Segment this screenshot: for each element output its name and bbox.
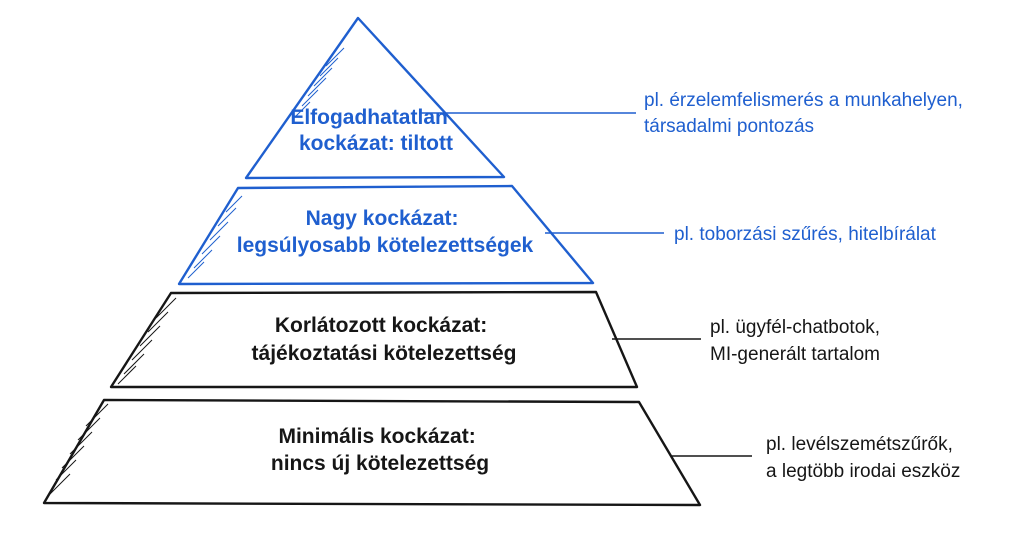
- tier-limited-hatching: [117, 297, 177, 385]
- tier-high-hatching: [187, 195, 243, 279]
- tier-high-shape: [177, 184, 595, 286]
- tier-unacceptable-shape: [244, 16, 506, 180]
- tier-unacceptable: Elfogadhatatlan kockázat: tiltott pl. ér…: [244, 16, 968, 180]
- tier-minimal: Minimális kockázat: nincs új kötelezetts…: [42, 398, 960, 507]
- tier-minimal-shape: [42, 398, 702, 507]
- tier-minimal-example-line-1: pl. levélszemétszűrők,: [766, 434, 953, 455]
- tier-limited-title-line-1: Korlátozott kockázat:: [275, 314, 487, 337]
- tier-limited-example-line-2: MI-generált tartalom: [710, 344, 880, 365]
- tier-limited-examples: pl. ügyfél-chatbotok, MI-generált tartal…: [710, 317, 885, 365]
- tier-unacceptable-examples: pl. érzelemfelismerés a munkahelyen, tár…: [644, 90, 968, 137]
- tier-minimal-title-line-1: Minimális kockázat:: [278, 425, 475, 448]
- tier-minimal-title: Minimális kockázat: nincs új kötelezetts…: [271, 425, 489, 475]
- tier-high-title-line-1: Nagy kockázat:: [306, 207, 459, 230]
- tier-high: Nagy kockázat: legsúlyosabb kötelezettsé…: [177, 184, 937, 286]
- tier-limited: Korlátozott kockázat: tájékoztatási köte…: [109, 290, 885, 389]
- tier-unacceptable-example-line-1: pl. érzelemfelismerés a munkahelyen,: [644, 90, 963, 111]
- tier-high-title-line-2: legsúlyosabb kötelezettségek: [237, 234, 534, 257]
- tier-limited-shape: [109, 290, 639, 389]
- tier-high-example-line-1: pl. toborzási szűrés, hitelbírálat: [674, 224, 937, 245]
- tier-limited-title: Korlátozott kockázat: tájékoztatási köte…: [252, 314, 517, 365]
- tier-limited-title-line-2: tájékoztatási kötelezettség: [252, 342, 517, 365]
- tier-high-examples: pl. toborzási szűrés, hitelbírálat: [674, 224, 937, 245]
- tier-minimal-title-line-2: nincs új kötelezettség: [271, 452, 489, 475]
- tier-minimal-examples: pl. levélszemétszűrők, a legtöbb irodai …: [766, 434, 960, 482]
- tier-unacceptable-title-line-1: Elfogadhatatlan: [290, 106, 448, 129]
- tier-unacceptable-hatching: [295, 47, 345, 117]
- tier-unacceptable-title: Elfogadhatatlan kockázat: tiltott: [290, 106, 453, 155]
- tier-limited-example-line-1: pl. ügyfél-chatbotok,: [710, 317, 880, 338]
- tier-unacceptable-example-line-2: társadalmi pontozás: [644, 116, 814, 137]
- tier-minimal-example-line-2: a legtöbb irodai eszköz: [766, 461, 960, 482]
- tier-minimal-hatching: [49, 403, 109, 495]
- tier-unacceptable-title-line-2: kockázat: tiltott: [299, 132, 453, 155]
- tier-high-title: Nagy kockázat: legsúlyosabb kötelezettsé…: [237, 207, 534, 257]
